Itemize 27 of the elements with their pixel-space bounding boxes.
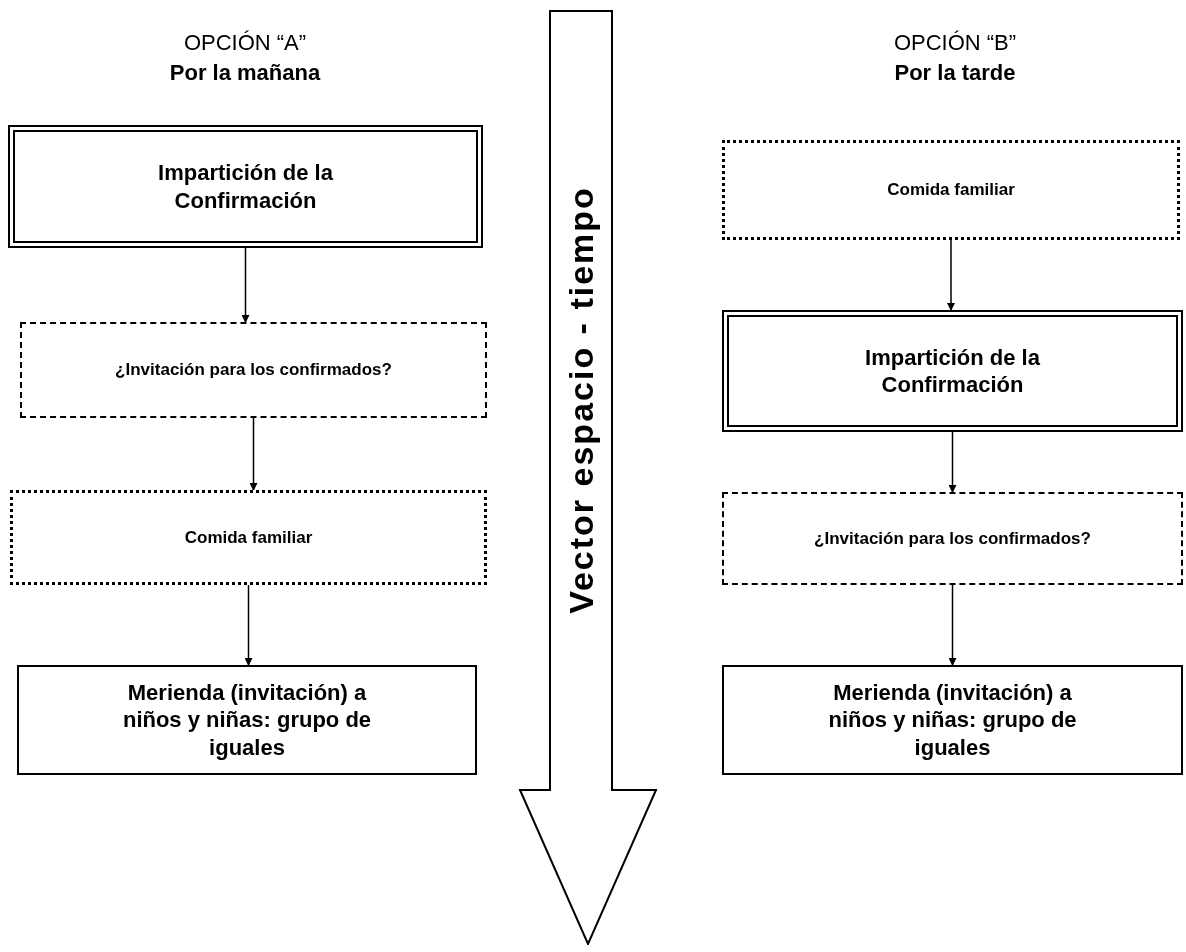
column-heading: Por la mañana — [169, 59, 321, 87]
arrow-label: Vector espacio - tiempo — [560, 186, 601, 614]
arrow — [244, 584, 253, 666]
box-label: ¿Invitación para los confirmados? — [814, 527, 1091, 550]
double-border-box — [8, 125, 483, 248]
double-border-box — [722, 310, 1183, 432]
arrow — [948, 431, 957, 493]
dotted-box — [10, 490, 487, 585]
column-heading: OPCIÓN “B” — [893, 29, 1017, 57]
dotted-box — [722, 140, 1180, 240]
box-label: Merienda (invitación) a niños y niñas: grupo de iguales — [121, 678, 373, 762]
process-box — [722, 665, 1183, 775]
column-heading: Por la tarde — [894, 59, 1016, 87]
box-label: ¿Invitación para los confirmados? — [115, 359, 392, 381]
arrow — [249, 417, 258, 491]
box-label: Comida familiar — [887, 179, 1015, 201]
arrow — [241, 247, 250, 323]
box-label: Impartición de la Confirmación — [157, 159, 334, 214]
box-label: Impartición de la Confirmación — [864, 343, 1041, 399]
dashed-box — [722, 492, 1183, 585]
box-label: Merienda (invitación) a niños y niñas: grupo de iguales — [827, 678, 1078, 762]
arrow — [947, 239, 955, 311]
arrow — [948, 584, 957, 666]
process-box — [17, 665, 477, 775]
box-label: Comida familiar — [184, 526, 313, 549]
dashed-box — [20, 322, 487, 418]
column-heading: OPCIÓN “A” — [183, 29, 307, 57]
